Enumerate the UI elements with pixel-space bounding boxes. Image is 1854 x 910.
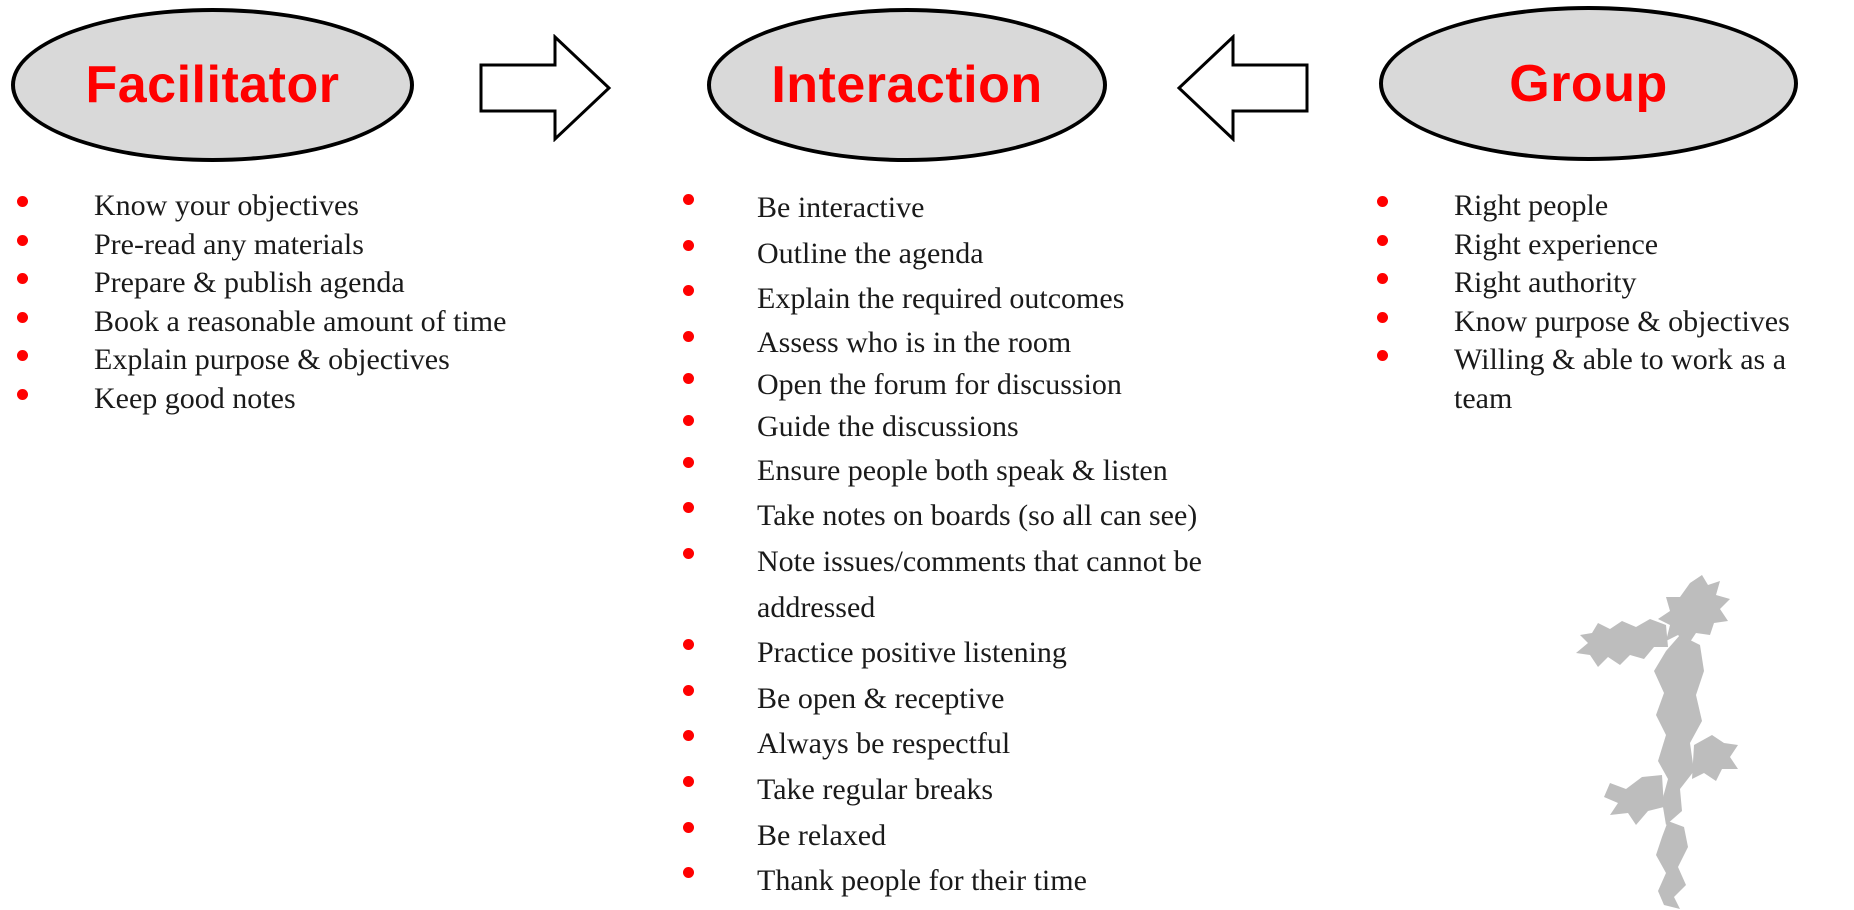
list-item: Guide the discussions <box>683 406 1317 448</box>
list-item: Explain the required outcomes <box>683 276 1317 322</box>
bullet-icon <box>1377 196 1388 207</box>
list-item: Practice positive listening <box>683 630 1317 676</box>
bullet-icon <box>683 684 694 696</box>
list-item: Assess who is in the room <box>683 322 1317 364</box>
interaction-list: Be interactive Outline the agenda Explai… <box>683 185 1317 904</box>
bullet-icon <box>683 414 694 426</box>
bullet-icon <box>683 730 694 742</box>
bullet-icon <box>17 196 28 207</box>
list-item: Ensure people both speak & listen <box>683 448 1317 494</box>
interaction-node: Interaction <box>707 8 1107 162</box>
facilitator-title: Facilitator <box>85 56 340 114</box>
bullet-icon <box>17 388 28 400</box>
list-item: Keep good notes <box>17 380 534 419</box>
bullet-icon <box>683 775 694 787</box>
list-item: Note issues/comments that cannot be addr… <box>683 539 1297 630</box>
interaction-title: Interaction <box>771 56 1043 114</box>
list-item: Take regular breaks <box>683 767 1317 813</box>
list-item: Know your objectives <box>17 187 534 226</box>
bullet-icon <box>1377 234 1388 246</box>
bullet-icon <box>683 821 694 833</box>
bullet-icon <box>683 502 694 514</box>
bullet-icon <box>683 372 694 384</box>
bullet-icon <box>683 456 694 468</box>
list-item: Be interactive <box>683 185 1317 231</box>
list-item: Prepare & publish agenda <box>17 264 534 303</box>
list-item: Willing & able to work as a team <box>1377 341 1844 418</box>
list-item: Take notes on boards (so all can see) <box>683 493 1317 539</box>
bullet-icon <box>683 547 694 559</box>
list-item: Book a reasonable amount of time <box>17 303 534 342</box>
list-item: Right authority <box>1377 264 1854 303</box>
group-node: Group <box>1379 6 1798 161</box>
facilitator-list: Know your objectives Pre-read any materi… <box>17 187 534 419</box>
bullet-icon <box>17 234 28 246</box>
list-item: Open the forum for discussion <box>683 364 1317 406</box>
bullet-icon <box>17 350 28 361</box>
list-item: Outline the agenda <box>683 231 1317 277</box>
list-item: Thank people for their time <box>683 858 1317 904</box>
list-item: Be relaxed <box>683 813 1317 859</box>
dragon-icon <box>1576 575 1738 909</box>
group-title: Group <box>1509 54 1668 113</box>
bullet-icon <box>683 239 694 251</box>
bullet-icon <box>1377 311 1388 323</box>
bullet-icon <box>683 285 694 297</box>
facilitator-node: Facilitator <box>11 8 414 162</box>
bullet-icon <box>683 867 694 879</box>
bullet-icon <box>1377 273 1388 284</box>
list-item: Be open & receptive <box>683 676 1317 722</box>
list-item: Always be respectful <box>683 721 1317 767</box>
list-item: Know purpose & objectives <box>1377 303 1854 342</box>
list-item: Explain purpose & objectives <box>17 341 534 380</box>
list-item: Pre-read any materials <box>17 226 534 265</box>
group-list: Right people Right experience Right auth… <box>1377 187 1854 418</box>
bullet-icon <box>1377 350 1388 361</box>
list-item: Right people <box>1377 187 1854 226</box>
bullet-icon <box>683 194 694 205</box>
bullet-icon <box>17 311 28 323</box>
bullet-icon <box>683 639 694 651</box>
bullet-icon <box>17 273 28 284</box>
bullet-icon <box>683 330 694 342</box>
arrow-left-icon <box>1176 34 1309 142</box>
list-item: Right experience <box>1377 226 1854 265</box>
arrow-right-icon <box>479 34 612 142</box>
